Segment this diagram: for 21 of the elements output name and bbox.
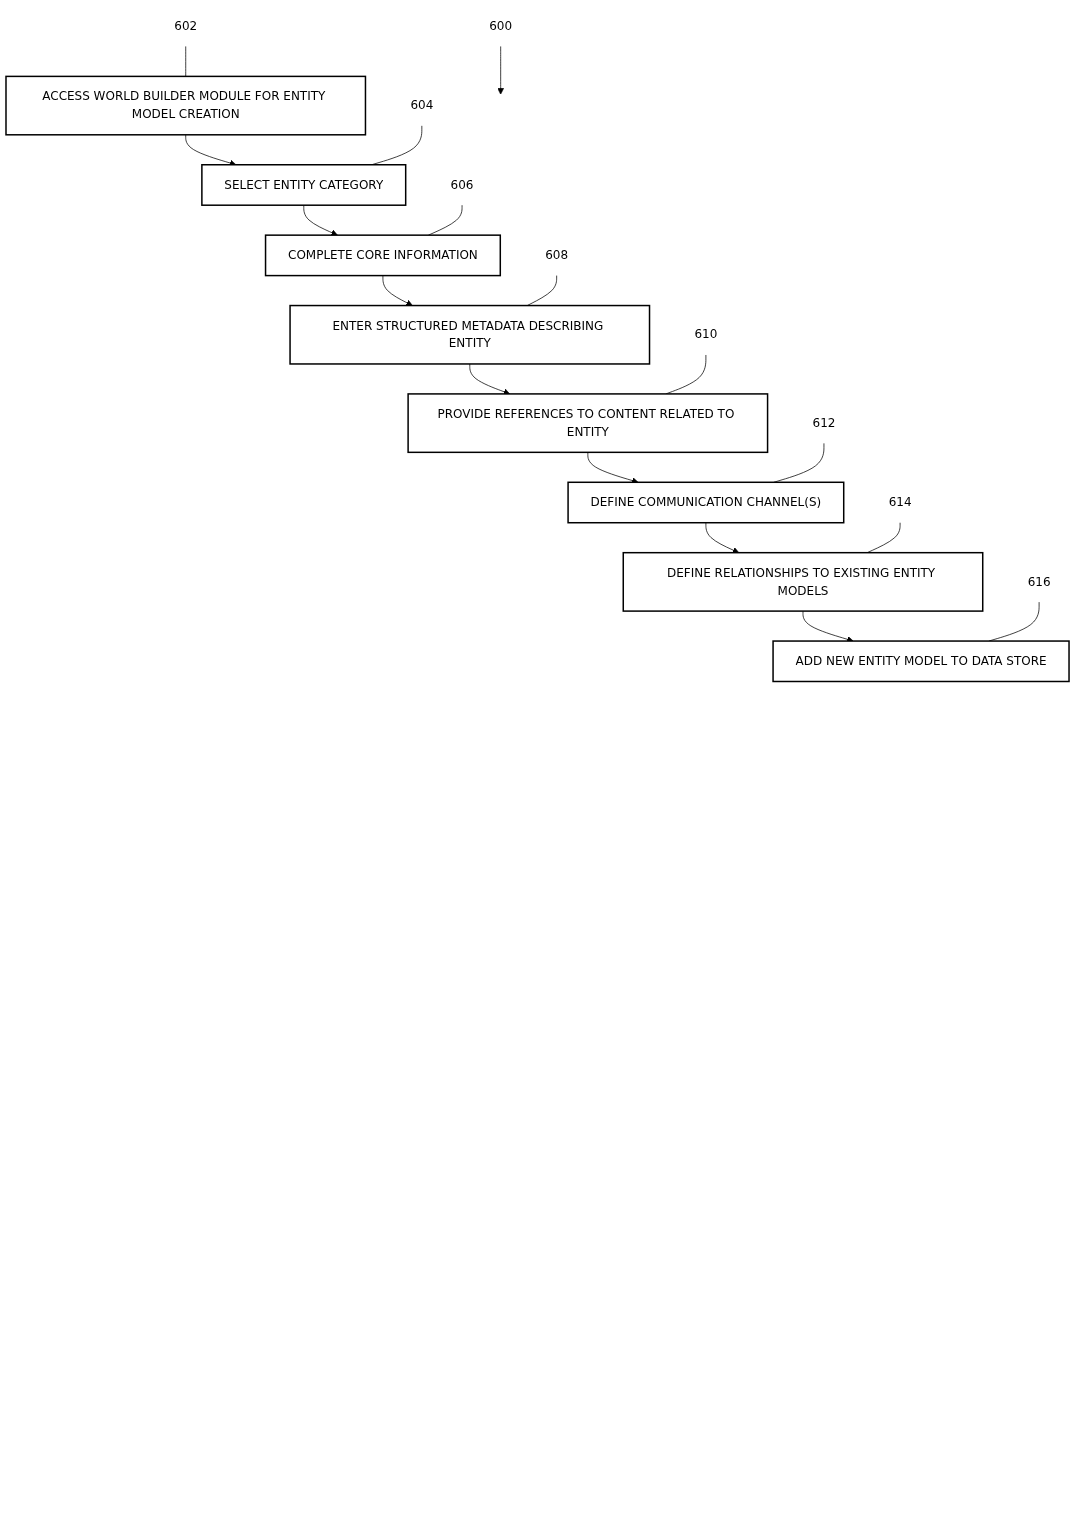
node-text: 608 <box>545 247 569 263</box>
node-box: DEFINE RELATIONSHIPS TO EXISTING ENTITY MODELS <box>622 551 984 612</box>
node-box: COMPLETE CORE INFORMATION <box>264 234 502 277</box>
node-text: 606 <box>450 177 474 192</box>
node-box: DEFINE COMMUNICATION CHANNEL(S) <box>567 481 845 524</box>
connector <box>526 275 558 306</box>
node-box: PROVIDE REFERENCES TO CONTENT RELATED TO ENTITY <box>407 393 769 454</box>
node-text: 602 <box>174 18 198 33</box>
connector <box>773 442 825 483</box>
node-box: ACCESS WORLD BUILDER MODULE FOR ENTITY MODEL CREATION <box>5 75 367 136</box>
connector <box>428 204 463 236</box>
node-text: 610 <box>694 327 718 342</box>
connector <box>185 46 187 77</box>
node-box: SELECT ENTITY CATEGORY <box>201 164 407 206</box>
node-text: 614 <box>888 495 912 510</box>
node-text: 600 <box>489 18 513 33</box>
node-text: 616 <box>1027 574 1051 589</box>
node-text: 604 <box>410 98 434 113</box>
node-text: 612 <box>812 415 836 430</box>
node-box: ADD NEW ENTITY MODEL TO DATA STORE <box>772 640 1070 683</box>
node-box: ENTER STRUCTURED METADATA DESCRIBING ENTITY <box>289 304 651 365</box>
